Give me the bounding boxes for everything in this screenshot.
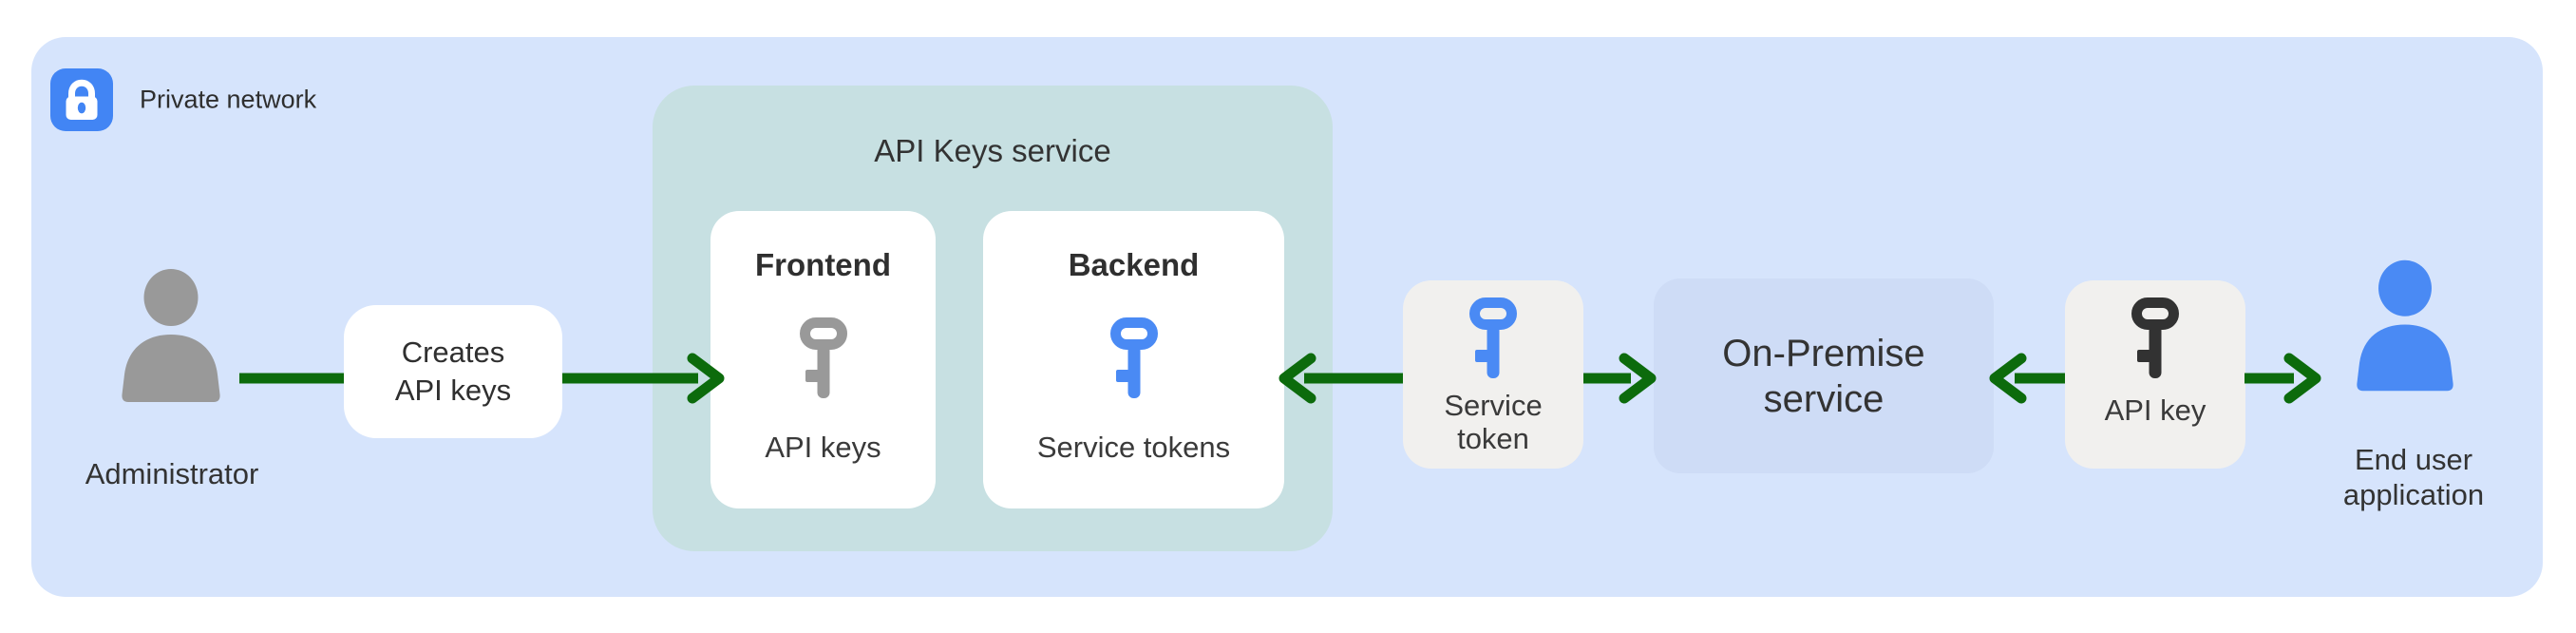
- frontend-card: Frontend API keys: [710, 211, 936, 508]
- on-premise-service-label: On-Premise service: [1722, 331, 1924, 422]
- backend-caption: Service tokens: [1036, 431, 1231, 464]
- private-network-label: Private network: [140, 85, 317, 114]
- api-key-box: API key: [2065, 280, 2245, 469]
- end-user-line1: End user: [2354, 443, 2473, 476]
- service-token-line2: token: [1457, 422, 1529, 455]
- end-user-line2: application: [2342, 478, 2485, 511]
- service-token-box: Service token: [1403, 280, 1583, 469]
- private-network-badge: [50, 68, 113, 131]
- creates-api-keys-line2: API keys: [394, 374, 512, 407]
- end-user-label: End user application: [2343, 442, 2484, 512]
- administrator-label: Administrator: [85, 457, 259, 490]
- arrow-service-token-to-on-premise: [1583, 353, 1657, 404]
- api-keys-service-title: API Keys service: [874, 133, 1111, 168]
- arrow-api-key-to-end-user: [2245, 353, 2321, 404]
- on-premise-line1: On-Premise: [1722, 332, 1925, 374]
- on-premise-line2: service: [1763, 377, 1885, 420]
- api-key-key-icon: [2131, 297, 2179, 378]
- creates-api-keys-line1: Creates: [401, 336, 505, 369]
- backend-key-icon: [1109, 316, 1158, 398]
- on-premise-service-box: On-Premise service: [1654, 278, 1994, 473]
- arrow-api-key-to-on-premise: [1989, 353, 2065, 404]
- service-token-key-icon: [1469, 297, 1517, 378]
- service-token-line1: Service: [1444, 389, 1543, 422]
- administrator-person-icon: [122, 269, 220, 402]
- creates-api-keys-box: Creates API keys: [344, 305, 562, 438]
- lock-icon: [66, 79, 98, 120]
- api-keys-service-zone: API Keys service Frontend API keys Backe…: [653, 86, 1333, 551]
- frontend-key-icon: [799, 316, 847, 398]
- service-token-label: Service token: [1444, 389, 1542, 455]
- backend-card: Backend Service tokens: [983, 211, 1284, 508]
- private-network-panel: Private network Administrator Creates AP…: [31, 37, 2543, 597]
- frontend-title: Frontend: [755, 247, 891, 282]
- frontend-caption: API keys: [765, 431, 881, 464]
- end-user-person-icon: [2357, 259, 2453, 392]
- api-key-label: API key: [2104, 393, 2207, 427]
- backend-title: Backend: [1068, 247, 1200, 282]
